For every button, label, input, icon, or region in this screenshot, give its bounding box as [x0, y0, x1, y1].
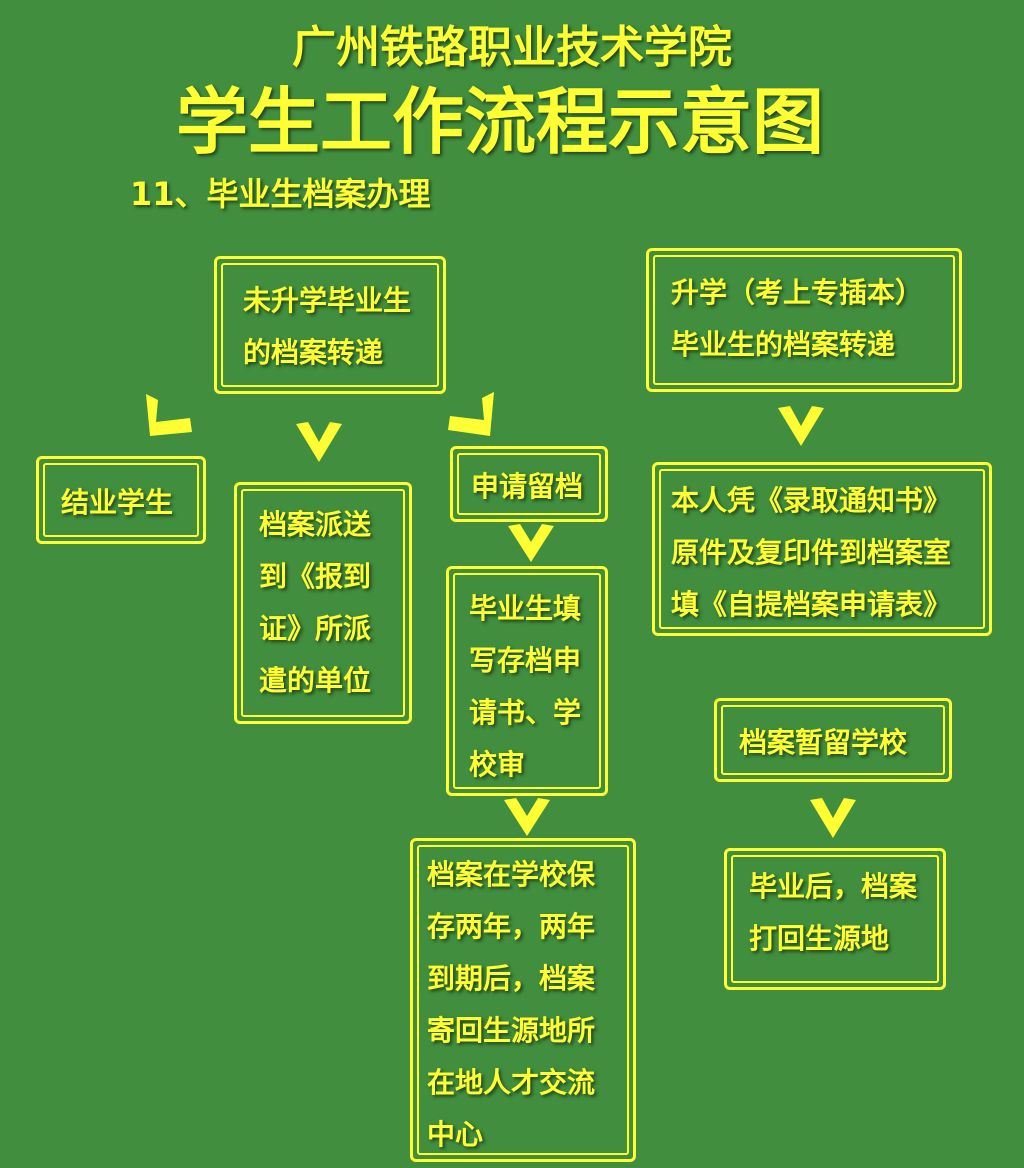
node-unpromoted-transfer-label: 未升学毕业生的档案转递 [221, 263, 439, 387]
node-dispatch-label: 档案派送到《报到证》所派遣的单位 [241, 489, 405, 717]
node-temp-retain-label: 档案暂留学校 [721, 705, 945, 775]
node-unpromoted-transfer: 未升学毕业生的档案转递 [214, 256, 446, 394]
arrow-down-icon [808, 796, 858, 840]
node-fill-application: 毕业生填写存档申请书、学校审 [446, 566, 608, 796]
node-keep-two-years-label: 档案在学校保存两年，两年到期后，档案寄回生源地所在地人才交流中心 [417, 845, 629, 1155]
arrow-down-right-icon [446, 390, 498, 438]
arrow-down-icon [776, 404, 826, 448]
node-apply-retain: 申请留档 [450, 446, 608, 522]
node-promoted-transfer: 升学（考上专插本）毕业生的档案转递 [646, 248, 962, 392]
node-completion-students: 结业学生 [36, 456, 206, 544]
school-title: 广州铁路职业技术学院 [292, 22, 732, 73]
node-keep-two-years: 档案在学校保存两年，两年到期后，档案寄回生源地所在地人才交流中心 [410, 838, 636, 1162]
node-fill-application-label: 毕业生填写存档申请书、学校审 [453, 573, 601, 789]
arrow-down-icon [506, 522, 556, 564]
node-return-origin: 毕业后，档案打回生源地 [724, 848, 946, 990]
node-temp-retain: 档案暂留学校 [714, 698, 952, 782]
arrow-down-left-icon [142, 392, 194, 438]
page-title: 学生工作流程示意图 [175, 80, 824, 164]
node-promoted-transfer-label: 升学（考上专插本）毕业生的档案转递 [653, 255, 955, 385]
node-apply-retain-label: 申请留档 [457, 453, 601, 515]
node-admission-notice-label: 本人凭《录取通知书》原件及复印件到档案室填《自提档案申请表》 [659, 469, 985, 629]
node-return-origin-label: 毕业后，档案打回生源地 [731, 855, 939, 983]
arrow-down-icon [294, 420, 344, 464]
node-dispatch: 档案派送到《报到证》所派遣的单位 [234, 482, 412, 724]
node-admission-notice: 本人凭《录取通知书》原件及复印件到档案室填《自提档案申请表》 [652, 462, 992, 636]
section-title: 11、毕业生档案办理 [130, 175, 431, 213]
arrow-down-icon [502, 796, 552, 838]
node-completion-students-label: 结业学生 [43, 463, 199, 537]
